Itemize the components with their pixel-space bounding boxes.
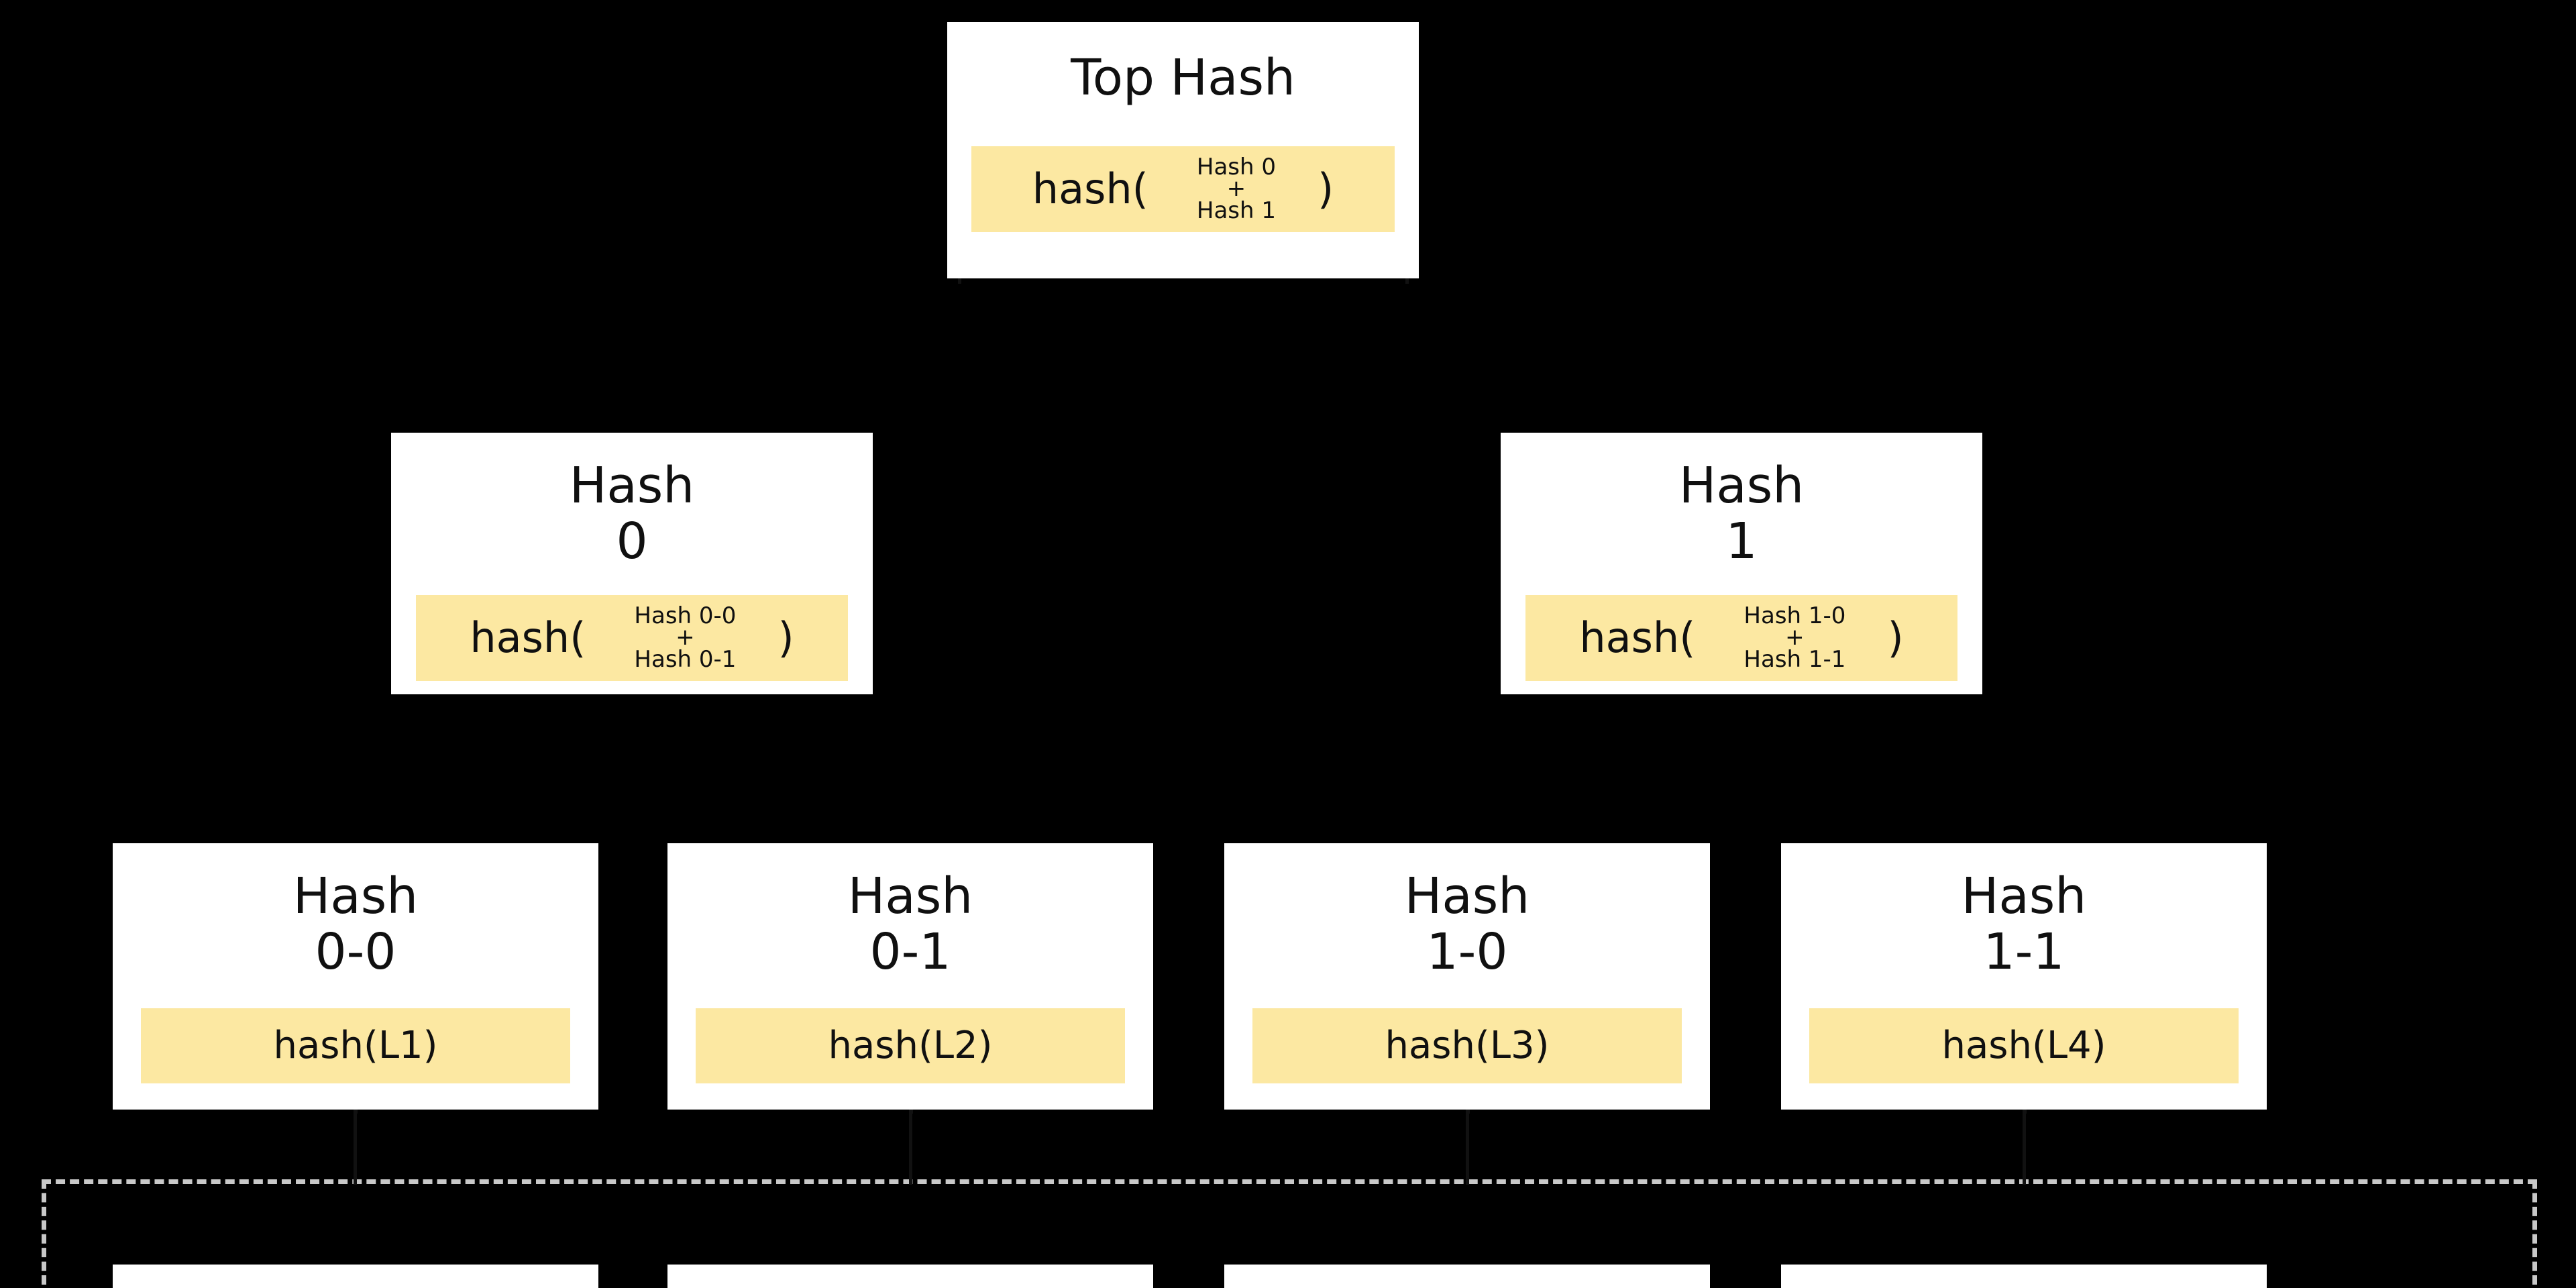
node-hash-0-1-formula: hash(L2) <box>696 1008 1125 1083</box>
hash-args: Hash 1-0 + Hash 1-1 <box>1743 602 1846 674</box>
node-hash-1-0[interactable]: Hash 1-0 hash(L3) <box>1224 843 1710 1110</box>
node-data-block-1[interactable] <box>113 1265 598 1288</box>
hash-close-paren: ) <box>777 613 794 663</box>
hash-fn-label: hash( <box>1032 164 1148 214</box>
hash-plus-sign: + <box>1785 624 1805 651</box>
hash-arg-bottom: Hash 0-1 <box>634 646 737 674</box>
node-hash-1-1[interactable]: Hash 1-1 hash(L4) <box>1781 843 2267 1110</box>
connector-leaf-1-to-hash-0 <box>909 1110 912 1185</box>
node-hash-1-0-title: Hash 1-0 <box>1404 867 1530 981</box>
hash-arg-top: Hash 0-0 <box>634 602 737 629</box>
hash-fn-label: hash( <box>1579 613 1696 663</box>
node-data-block-4[interactable] <box>1781 1265 2267 1288</box>
hash-args: Hash 0-0 + Hash 0-1 <box>634 602 737 674</box>
connector-leaf-2-to-hash-1 <box>1466 1110 1469 1185</box>
node-hash-1[interactable]: Hash 1 hash( Hash 1-0 + Hash 1-1 ) <box>1501 433 1982 694</box>
hash-arg-top: Hash 0 <box>1196 153 1276 180</box>
hash-plus-sign: + <box>1226 175 1246 203</box>
node-top-hash-formula: hash( Hash 0 + Hash 1 ) <box>971 146 1395 232</box>
node-hash-1-title: Hash 1 <box>1678 457 1805 570</box>
hash-close-paren: ) <box>1317 164 1334 214</box>
node-hash-0-1[interactable]: Hash 0-1 hash(L2) <box>667 843 1153 1110</box>
hash-args: Hash 0 + Hash 1 <box>1196 153 1276 225</box>
connector-hash-1-to-root <box>1405 274 1409 284</box>
hash-plus-sign: + <box>676 624 695 651</box>
hash-arg-top: Hash 1-0 <box>1743 602 1846 629</box>
hash-fn-label: hash( <box>470 613 586 663</box>
connector-hash-0-to-root <box>958 274 961 284</box>
node-hash-1-formula: hash( Hash 1-0 + Hash 1-1 ) <box>1525 594 1957 681</box>
hash-close-paren: ) <box>1887 613 1904 663</box>
hash-arg-bottom: Hash 1 <box>1196 197 1276 225</box>
hash-arg-bottom: Hash 1-1 <box>1743 646 1846 674</box>
node-hash-0-0[interactable]: Hash 0-0 hash(L1) <box>113 843 598 1110</box>
node-hash-0-0-title: Hash 0-0 <box>292 867 419 981</box>
node-hash-0-1-title: Hash 0-1 <box>847 867 973 981</box>
data-blocks-dashed-frame <box>42 1179 2537 1288</box>
node-hash-1-0-formula: hash(L3) <box>1252 1008 1682 1083</box>
node-data-block-2[interactable] <box>667 1265 1153 1288</box>
node-hash-0-0-formula: hash(L1) <box>141 1008 570 1083</box>
connector-leaf-3-to-hash-1 <box>2023 1110 2026 1185</box>
node-hash-0-formula: hash( Hash 0-0 + Hash 0-1 ) <box>416 594 848 681</box>
node-top-hash-title: Top Hash <box>1071 49 1295 107</box>
node-hash-1-1-formula: hash(L4) <box>1809 1008 2239 1083</box>
node-data-block-3[interactable] <box>1224 1265 1710 1288</box>
node-hash-0[interactable]: Hash 0 hash( Hash 0-0 + Hash 0-1 ) <box>391 433 873 694</box>
node-top-hash[interactable]: Top Hash hash( Hash 0 + Hash 1 ) <box>947 22 1419 278</box>
node-hash-0-title: Hash 0 <box>569 457 695 570</box>
node-hash-1-1-title: Hash 1-1 <box>1961 867 2087 981</box>
connector-leaf-0-to-hash-0 <box>354 1110 357 1185</box>
